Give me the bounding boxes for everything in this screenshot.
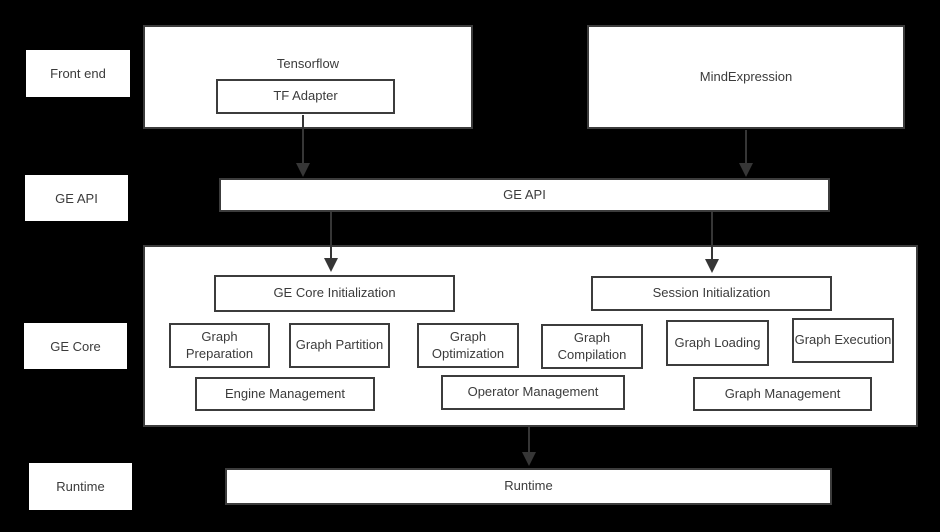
arrow-stem <box>711 212 713 260</box>
row-label-runtime: Runtime <box>29 463 132 510</box>
ge-api-bar: GE API <box>219 178 830 212</box>
ge-core-container: GE Core Initialization Session Initializ… <box>143 245 918 427</box>
arrow-stem <box>330 212 332 259</box>
runtime-bar: Runtime <box>225 468 832 505</box>
engine-management-box: Engine Management <box>195 377 375 411</box>
graph-management-box: Graph Management <box>693 377 872 411</box>
operator-management-box: Operator Management <box>441 375 625 410</box>
arrow-head-icon <box>739 163 753 177</box>
graph-execution-box: Graph Execution <box>792 318 894 363</box>
session-initialization-box: Session Initialization <box>591 276 832 311</box>
tf-adapter-box: TF Adapter <box>216 79 395 114</box>
graph-loading-box: Graph Loading <box>666 320 769 366</box>
arrow-stem <box>302 115 304 164</box>
tensorflow-box: Tensorflow TF Adapter <box>143 25 473 129</box>
arrow-head-icon <box>705 259 719 273</box>
ge-core-initialization-box: GE Core Initialization <box>214 275 455 312</box>
graph-optimization-box: Graph Optimization <box>417 323 519 368</box>
arrow-head-icon <box>296 163 310 177</box>
graph-preparation-box: Graph Preparation <box>169 323 270 368</box>
arrow-stem <box>528 427 530 453</box>
graph-partition-box: Graph Partition <box>289 323 390 368</box>
row-label-front-end: Front end <box>26 50 130 97</box>
mindexpression-box: MindExpression <box>587 25 905 129</box>
graph-compilation-box: Graph Compilation <box>541 324 643 369</box>
arrow-head-icon <box>324 258 338 272</box>
row-label-ge-api: GE API <box>25 175 128 221</box>
tensorflow-label: Tensorflow <box>276 56 340 71</box>
arrow-head-icon <box>522 452 536 466</box>
row-label-ge-core: GE Core <box>24 323 127 369</box>
arrow-stem <box>745 130 747 164</box>
